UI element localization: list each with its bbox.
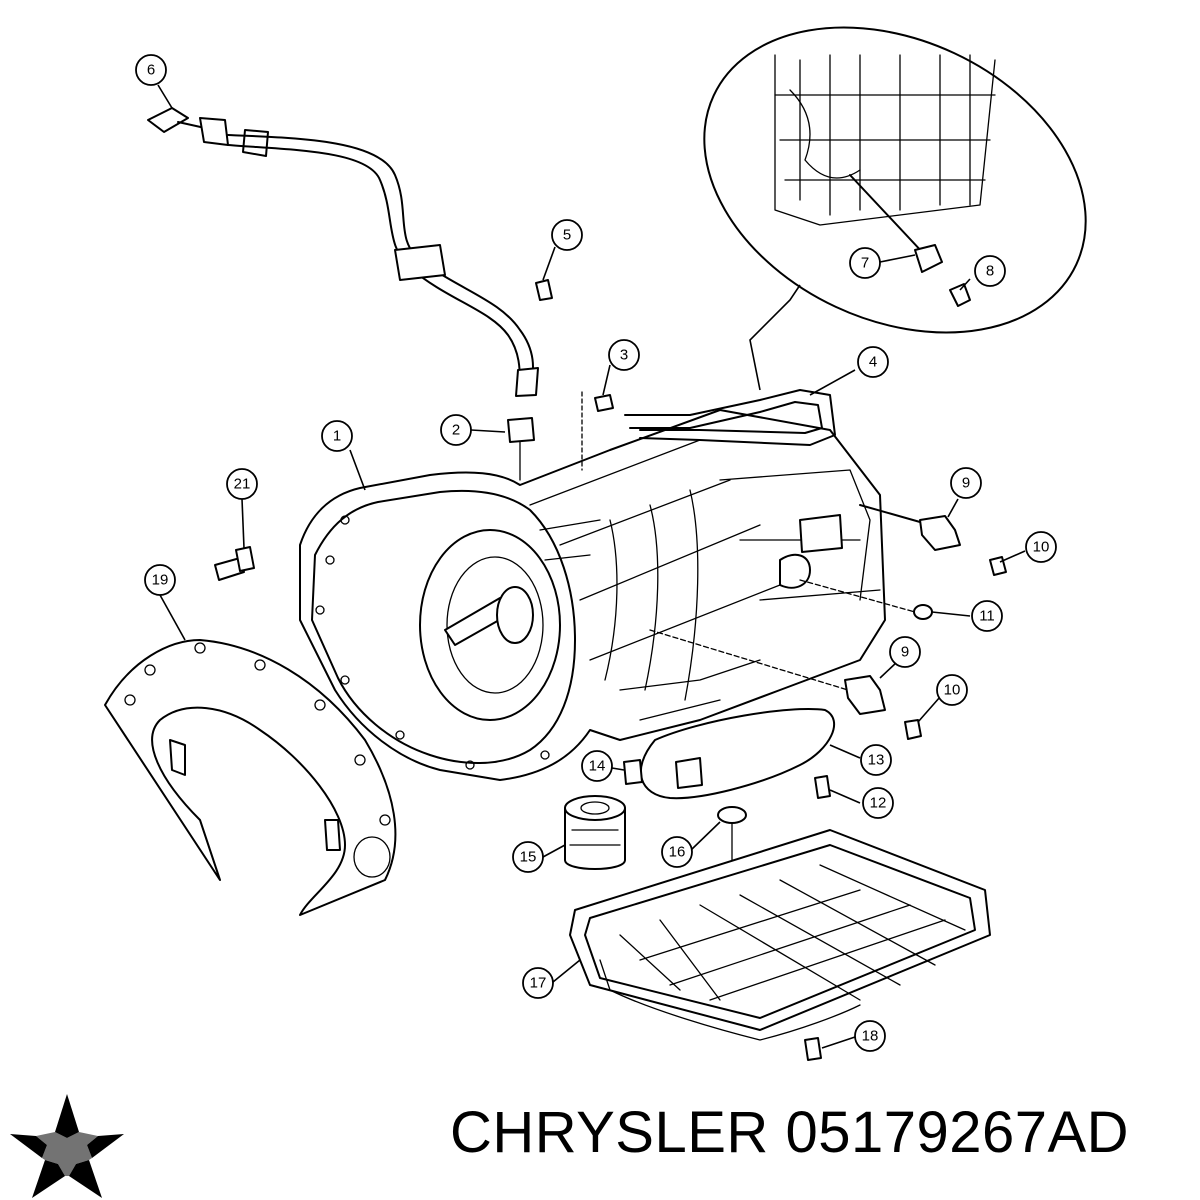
dipstick-tube xyxy=(147,107,539,397)
svg-text:4: 4 xyxy=(869,354,877,371)
svg-text:15: 15 xyxy=(520,849,537,866)
oil-pan xyxy=(569,829,991,1041)
chrysler-pentastar-icon xyxy=(10,1094,124,1198)
svg-text:5: 5 xyxy=(563,227,571,244)
callout-15: 15 xyxy=(512,841,544,873)
svg-text:9: 9 xyxy=(962,475,970,492)
callout-14: 14 xyxy=(581,750,613,782)
callout-9b: 9 xyxy=(889,636,921,668)
svg-text:12: 12 xyxy=(870,795,887,812)
svg-text:1: 1 xyxy=(333,428,341,445)
svg-text:14: 14 xyxy=(589,758,606,775)
callout-3: 3 xyxy=(608,339,640,371)
drain-plug-small xyxy=(623,759,643,785)
svg-text:19: 19 xyxy=(152,572,169,589)
brand-title: CHRYSLER 05179267AD xyxy=(450,1104,1129,1162)
callout-5: 5 xyxy=(551,219,583,251)
svg-text:6: 6 xyxy=(147,62,155,79)
svg-text:11: 11 xyxy=(979,608,995,625)
brand-name: CHRYSLER xyxy=(450,1100,769,1165)
svg-text:8: 8 xyxy=(986,263,994,280)
tube-bolt xyxy=(535,279,553,301)
callout-6: 6 xyxy=(135,54,167,86)
oil-filter xyxy=(564,795,626,870)
vent-fitting xyxy=(581,391,614,471)
svg-text:13: 13 xyxy=(868,752,885,769)
svg-text:18: 18 xyxy=(862,1028,879,1045)
svg-text:21: 21 xyxy=(234,476,251,493)
pan-bolt xyxy=(804,1037,822,1061)
callout-8: 8 xyxy=(974,255,1006,287)
part-number: 05179267AD xyxy=(785,1100,1130,1165)
callout-16: 16 xyxy=(661,836,693,868)
callout-19: 19 xyxy=(144,564,176,596)
svg-text:7: 7 xyxy=(861,255,869,272)
cooler-tube xyxy=(624,389,836,446)
housing-bolt xyxy=(214,546,255,581)
callout-11: 11 xyxy=(971,600,1003,632)
filter-bolt xyxy=(814,775,831,799)
callout-13: 13 xyxy=(860,744,892,776)
callout-1: 1 xyxy=(321,420,353,452)
callout-10b: 10 xyxy=(936,674,968,706)
tube-seal xyxy=(507,417,535,481)
svg-text:9: 9 xyxy=(901,644,909,661)
filter-gasket xyxy=(639,708,836,800)
transmission-case xyxy=(299,409,886,781)
svg-text:2: 2 xyxy=(452,422,460,439)
callout-17: 17 xyxy=(522,967,554,999)
leader-lines xyxy=(157,84,1026,1049)
speed-sensors xyxy=(649,504,961,715)
detail-inset xyxy=(703,26,1087,391)
callout-7: 7 xyxy=(849,247,881,279)
callout-10a: 10 xyxy=(1025,531,1057,563)
callout-4: 4 xyxy=(857,346,889,378)
callout-21: 21 xyxy=(226,468,258,500)
callout-18: 18 xyxy=(854,1020,886,1052)
svg-text:17: 17 xyxy=(530,975,547,992)
callout-2: 2 xyxy=(440,414,472,446)
housing-shield xyxy=(104,639,397,916)
svg-text:16: 16 xyxy=(669,844,686,861)
svg-text:10: 10 xyxy=(944,682,961,699)
svg-text:3: 3 xyxy=(620,347,628,364)
callout-9a: 9 xyxy=(950,467,982,499)
svg-text:10: 10 xyxy=(1033,539,1050,556)
callout-12: 12 xyxy=(862,787,894,819)
